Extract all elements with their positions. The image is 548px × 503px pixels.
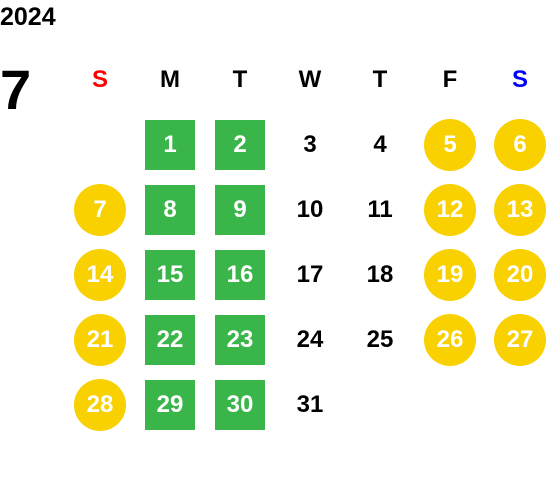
- day-plain[interactable]: 25: [366, 325, 394, 353]
- day-cell: 24: [275, 307, 345, 372]
- day-green[interactable]: 15: [145, 249, 195, 300]
- day-cell: 2: [205, 112, 275, 177]
- day-cell: 14: [65, 242, 135, 307]
- day-yellow[interactable]: 13: [494, 183, 546, 236]
- day-cell: 31: [275, 372, 345, 437]
- day-cell: 4: [345, 112, 415, 177]
- day-plain[interactable]: 18: [366, 260, 394, 288]
- day-cell: [485, 372, 548, 437]
- day-cell: [345, 372, 415, 437]
- day-green[interactable]: 23: [215, 314, 265, 365]
- day-cell: 28: [65, 372, 135, 437]
- day-plain[interactable]: 31: [296, 390, 324, 418]
- day-cell: [415, 372, 485, 437]
- day-cell: 9: [205, 177, 275, 242]
- day-cell: 23: [205, 307, 275, 372]
- day-plain[interactable]: 4: [373, 130, 387, 158]
- week-row: 28 29 30 31: [65, 372, 548, 437]
- calendar-year: 2024: [0, 3, 56, 31]
- day-cell: 7: [65, 177, 135, 242]
- day-cell: 3: [275, 112, 345, 177]
- day-cell: 1: [135, 112, 205, 177]
- weekday-wed: W: [298, 65, 322, 93]
- calendar-month: 7: [0, 58, 32, 121]
- day-cell: 15: [135, 242, 205, 307]
- day-yellow[interactable]: 27: [494, 313, 546, 366]
- day-yellow[interactable]: 19: [424, 248, 476, 301]
- day-cell: 20: [485, 242, 548, 307]
- weekday-sat: S: [511, 65, 528, 93]
- weekday-thu: T: [372, 65, 388, 93]
- day-cell: 5: [415, 112, 485, 177]
- day-yellow[interactable]: 5: [424, 118, 476, 171]
- day-green[interactable]: 9: [215, 184, 265, 235]
- day-cell: 13: [485, 177, 548, 242]
- weekday-sun: S: [91, 65, 108, 93]
- day-cell: 10: [275, 177, 345, 242]
- day-cell: [65, 112, 135, 177]
- day-yellow[interactable]: 26: [424, 313, 476, 366]
- day-cell: 30: [205, 372, 275, 437]
- day-cell: 26: [415, 307, 485, 372]
- day-cell: 17: [275, 242, 345, 307]
- day-green[interactable]: 1: [145, 119, 195, 170]
- week-row: 21 22 23 24 25 26 27: [65, 307, 548, 372]
- day-yellow[interactable]: 7: [74, 183, 126, 236]
- day-green[interactable]: 30: [215, 379, 265, 430]
- day-cell: 22: [135, 307, 205, 372]
- day-cell: 27: [485, 307, 548, 372]
- weekday-tue: T: [232, 65, 248, 93]
- day-cell: 25: [345, 307, 415, 372]
- day-cell: 16: [205, 242, 275, 307]
- day-plain[interactable]: 11: [367, 195, 393, 223]
- day-green[interactable]: 22: [145, 314, 195, 365]
- day-cell: 8: [135, 177, 205, 242]
- day-cell: 19: [415, 242, 485, 307]
- day-plain[interactable]: 3: [303, 130, 317, 158]
- day-yellow[interactable]: 21: [74, 313, 126, 366]
- day-green[interactable]: 16: [215, 249, 265, 300]
- weekday-fri: F: [442, 65, 458, 93]
- day-yellow[interactable]: 12: [424, 183, 476, 236]
- weekday-header-row: S M T W T F S: [65, 47, 548, 112]
- day-plain[interactable]: 10: [296, 195, 324, 223]
- day-yellow[interactable]: 14: [74, 248, 126, 301]
- day-cell: 18: [345, 242, 415, 307]
- day-cell: 29: [135, 372, 205, 437]
- day-plain[interactable]: 17: [296, 260, 324, 288]
- day-green[interactable]: 2: [215, 119, 265, 170]
- day-yellow[interactable]: 6: [494, 118, 546, 171]
- day-cell: 21: [65, 307, 135, 372]
- week-row: 14 15 16 17 18 19 20: [65, 242, 548, 307]
- day-cell: 6: [485, 112, 548, 177]
- day-green[interactable]: 29: [145, 379, 195, 430]
- day-cell: 11: [345, 177, 415, 242]
- weekday-mon: M: [160, 65, 180, 93]
- day-yellow[interactable]: 20: [494, 248, 546, 301]
- day-green[interactable]: 8: [145, 184, 195, 235]
- day-yellow[interactable]: 28: [74, 378, 126, 431]
- day-plain[interactable]: 24: [296, 325, 324, 353]
- day-cell: 12: [415, 177, 485, 242]
